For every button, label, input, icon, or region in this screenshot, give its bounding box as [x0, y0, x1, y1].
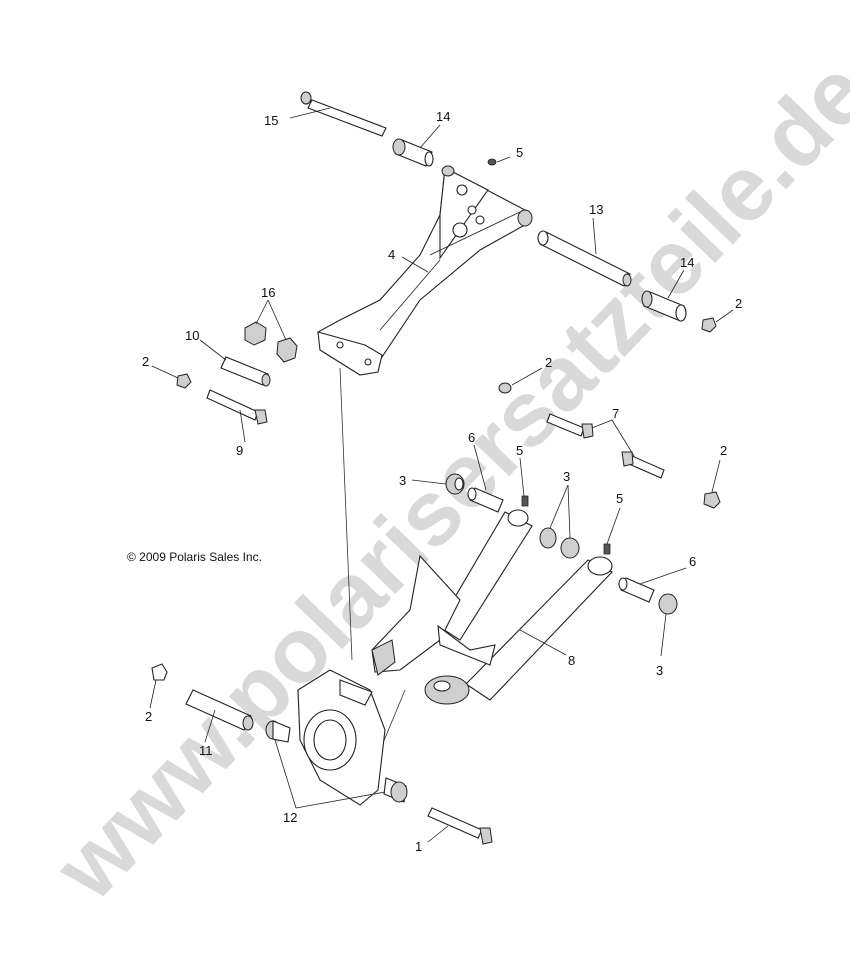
callout-2-bottom-left: 2: [145, 709, 152, 724]
part-3-bushing-upper-left: [445, 473, 465, 495]
part-13-pivot-tube: [537, 230, 632, 287]
callout-14-upper: 14: [436, 109, 450, 124]
callout-5-top: 5: [516, 145, 523, 160]
callout-3-pair: 3: [563, 469, 570, 484]
part-3-bushings-pair: [539, 527, 580, 559]
part-6-sleeve-lower: [618, 577, 655, 603]
callout-9: 9: [236, 443, 243, 458]
callout-6-upper: 6: [468, 430, 475, 445]
part-15-long-bolt: [300, 91, 387, 137]
callout-2-right: 2: [720, 443, 727, 458]
callout-15: 15: [264, 113, 278, 128]
callout-10: 10: [185, 328, 199, 343]
callout-13: 13: [589, 202, 603, 217]
part-5-fitting-right: [603, 543, 611, 555]
part-2-nut-right: [703, 491, 721, 509]
part-12-bushing-right: [383, 777, 408, 803]
knuckle-hub: [297, 669, 386, 806]
part-2-washer-middle: [498, 382, 512, 394]
leader-lines: [149, 107, 734, 843]
part-14-bushing-upper: [392, 138, 434, 167]
callout-8: 8: [568, 653, 575, 668]
callout-12: 12: [283, 810, 297, 825]
part-2-nut-left: [176, 373, 192, 389]
part-2-nut-bottom-left: [151, 663, 168, 681]
part-8-lower-arm: [371, 509, 613, 705]
callout-5-mid: 5: [516, 443, 523, 458]
callout-14-lower: 14: [680, 255, 694, 270]
callout-5-right: 5: [616, 491, 623, 506]
part-5-fitting-mid: [521, 495, 529, 507]
callout-4: 4: [388, 247, 395, 262]
callout-11: 11: [199, 743, 213, 758]
callout-2-upper-right: 2: [735, 296, 742, 311]
part-7-bolts: [546, 413, 665, 479]
callout-2-middle: 2: [545, 355, 552, 370]
part-9-bolt: [206, 389, 268, 425]
callout-3-upper-left: 3: [399, 473, 406, 488]
part-12-bushing-left: [265, 720, 291, 743]
part-14-bushing-lower: [641, 290, 687, 322]
copyright-notice: © 2009 Polaris Sales Inc.: [127, 550, 262, 564]
callout-16: 16: [261, 285, 275, 300]
part-16-nuts: [244, 321, 298, 363]
part-1-bolt: [427, 807, 493, 845]
part-3-bushing-lower-right: [658, 593, 678, 615]
part-11-pipe: [185, 689, 254, 731]
callout-6-lower: 6: [689, 554, 696, 569]
part-5-fitting-top: [487, 158, 497, 166]
part-4-upper-arm: [317, 165, 533, 376]
part-6-sleeve-upper: [467, 487, 504, 513]
callout-2-left: 2: [142, 354, 149, 369]
callout-1: 1: [415, 839, 422, 854]
part-10-sleeve: [220, 356, 271, 387]
callout-3-lower-right: 3: [656, 663, 663, 678]
callouts: 15 14 5 13 4 14 16 2 10 2 2 7 6 2 9 5 3 …: [127, 109, 742, 854]
callout-7: 7: [612, 406, 619, 421]
part-2-nut-upper-right: [701, 317, 717, 333]
